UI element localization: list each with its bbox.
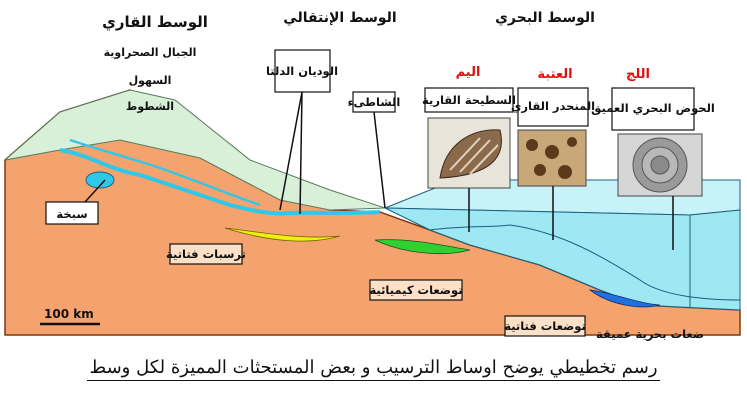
deposit-deep-sea: ضعات بحرية عميقة	[596, 327, 704, 341]
deposit-chemical: توضعات كيميائية	[369, 279, 463, 301]
sea-floor-line	[429, 224, 741, 301]
fossil-abyss-image	[617, 133, 703, 197]
fossil-slope-image	[517, 129, 587, 187]
sabkha-lake	[85, 171, 115, 189]
continental-item-3: الشطوط	[126, 100, 174, 113]
box-shelf-text: السطيحة القارية	[422, 93, 516, 107]
zone-title-continental: الوسط القاري	[102, 13, 208, 32]
box-sabkha: سبخة	[45, 201, 99, 225]
fossil-shelf-image	[427, 117, 511, 189]
blue-deposit	[588, 289, 661, 308]
deposit-chemical-text: توضعات كيميائية	[369, 283, 462, 298]
continental-item-1: الجبال الصحراوية	[104, 46, 197, 59]
box-deep-basin: الحوض البحري العميق	[591, 87, 715, 131]
box-slope-text: المنحدر القاري	[511, 99, 595, 113]
green-deposit	[374, 239, 471, 255]
deposit-detrital-2: توضعات فتاتية	[504, 315, 586, 337]
continental-item-2: السهول	[129, 74, 172, 87]
figure-caption-text: رسم تخطيطي يوضح اوساط الترسيب و بعض المس…	[87, 357, 660, 381]
yellow-deposit	[224, 227, 341, 242]
depth-slope: العتبة	[537, 67, 572, 82]
zone-title-marine: الوسط البحري	[495, 10, 595, 27]
figure-caption: رسم تخطيطي يوضح اوساط الترسيب و بعض المس…	[0, 357, 747, 381]
depth-abyss: اللج	[626, 67, 650, 82]
box-sabkha-text: سبخة	[56, 207, 87, 221]
deposit-detrital-1: ترسبات فتاتية	[166, 243, 246, 265]
box-beach-text: الشاطىء	[348, 95, 401, 109]
pointer-sabkha	[84, 179, 106, 203]
river-channels-2	[69, 138, 261, 207]
deposit-detrital-1-text: ترسبات فتاتية	[166, 247, 246, 261]
box-slope: المنحدر القاري	[511, 87, 595, 127]
depth-shelf: اليم	[456, 65, 481, 80]
pointer-delta	[299, 91, 303, 215]
box-beach: الشاطىء	[348, 91, 401, 113]
deposit-detrital-2-text: توضعات فتاتية	[504, 319, 586, 334]
scale-label: 100 km	[44, 307, 94, 321]
zone-title-transitional: الوسط الإنتقالي	[283, 10, 396, 26]
box-shelf: السطيحة القارية	[422, 87, 516, 113]
box-rivers-delta: الوديان الدلتا	[266, 49, 338, 93]
box-deep-basin-text: الحوض البحري العميق	[591, 101, 715, 116]
box-rivers-delta-text: الوديان الدلتا	[266, 64, 338, 79]
pointer-rivers	[279, 91, 303, 211]
pointer-beach	[373, 111, 386, 209]
river-channels	[59, 148, 381, 216]
